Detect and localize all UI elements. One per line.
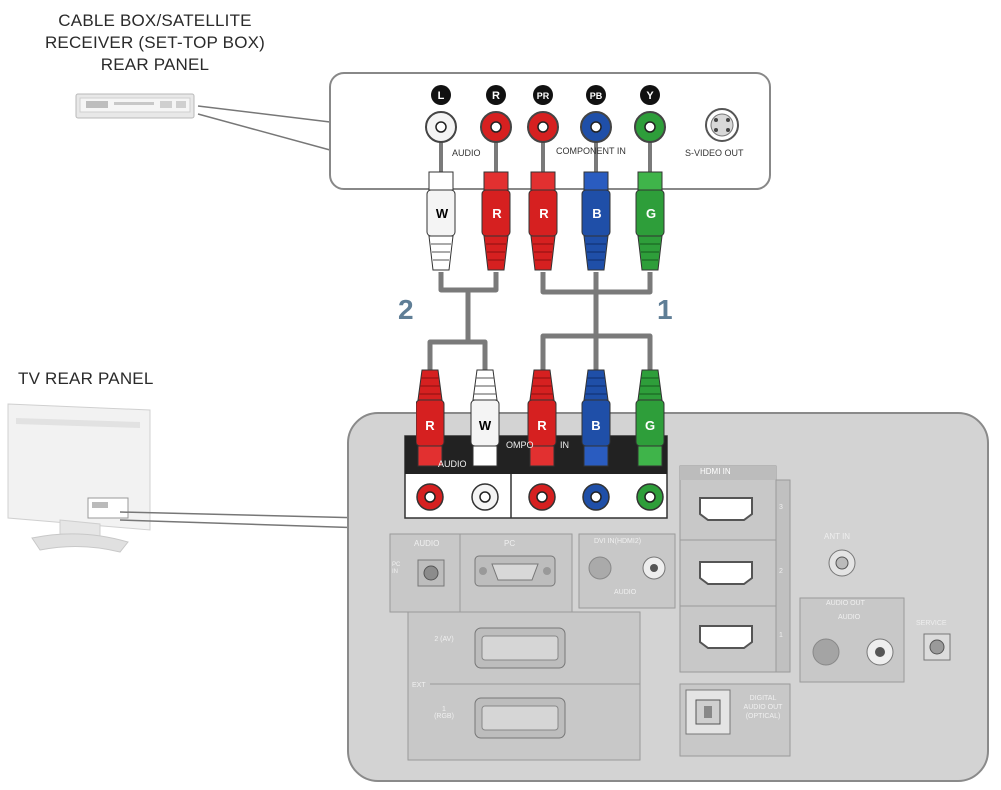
- box-audio-label: AUDIO: [452, 148, 481, 158]
- bottom-plug-label-5: G: [644, 418, 656, 433]
- audio-out-label: AUDIO OUT: [826, 600, 865, 607]
- top-plug-label-1: W: [435, 206, 449, 221]
- strip-component-label: OMPO: [506, 440, 534, 450]
- bottom-plug-label-3: R: [537, 418, 547, 433]
- top-plug-label-5: G: [645, 206, 657, 221]
- bottom-plug-label-4: B: [591, 418, 601, 433]
- hdmi-port-2: 2: [779, 568, 783, 575]
- box-jack-badges: L R PR PB Y: [428, 84, 668, 106]
- strip-in-label: IN: [560, 440, 569, 450]
- strip-audio-label: AUDIO: [438, 459, 467, 469]
- tv-pc-label: PC: [504, 539, 516, 548]
- badge-pr: PR: [537, 91, 550, 101]
- ext1-label: 1 (RGB): [434, 706, 454, 720]
- group-number-2: 2: [398, 294, 414, 325]
- tv-audio-label: AUDIO: [414, 539, 440, 548]
- hdmi-port-3: 3: [779, 504, 783, 511]
- top-plug-label-2: R: [492, 206, 502, 221]
- ext2-label: 2 (AV): [434, 636, 454, 643]
- box-component-label: COMPONENT IN: [556, 146, 626, 156]
- set-top-box-image: [72, 88, 202, 124]
- dvi-label: DVI IN(HDMI2): [594, 538, 642, 545]
- badge-l: L: [438, 90, 445, 102]
- top-plug-label-3: R: [539, 206, 549, 221]
- badge-y: Y: [646, 90, 654, 102]
- ant-in-label: ANT IN: [824, 532, 851, 541]
- optical-label: DIGITAL AUDIO OUT (OPTICAL): [743, 695, 783, 720]
- bottom-plugs: [415, 366, 674, 470]
- tv-panel-title: TV REAR PANEL: [18, 369, 154, 388]
- dvi-audio-label: AUDIO: [614, 589, 637, 596]
- box-svideo-label: S-VIDEO OUT: [685, 148, 744, 158]
- hdmi-port-1: 1: [779, 632, 783, 639]
- badge-r: R: [492, 90, 500, 102]
- service-label: SERVICE: [916, 620, 947, 627]
- bottom-plug-label-1: R: [425, 418, 435, 433]
- box-jacks: [424, 110, 674, 144]
- top-plugs: [424, 170, 674, 280]
- pc-in-label: PC IN: [392, 562, 401, 575]
- cable-box-title: CABLE BOX/SATELLITE RECEIVER (SET-TOP BO…: [44, 11, 266, 74]
- hdmi-in-label: HDMI IN: [700, 467, 731, 476]
- badge-pb: PB: [590, 91, 603, 101]
- tv-component-jacks: [414, 480, 664, 514]
- top-plug-label-4: B: [592, 206, 602, 221]
- audio-out-sub-label: AUDIO: [838, 614, 861, 621]
- group-number-1: 1: [657, 294, 673, 325]
- tv-image: [0, 400, 160, 560]
- ext-label: EXT: [412, 682, 426, 689]
- bottom-plug-label-2: W: [478, 418, 492, 433]
